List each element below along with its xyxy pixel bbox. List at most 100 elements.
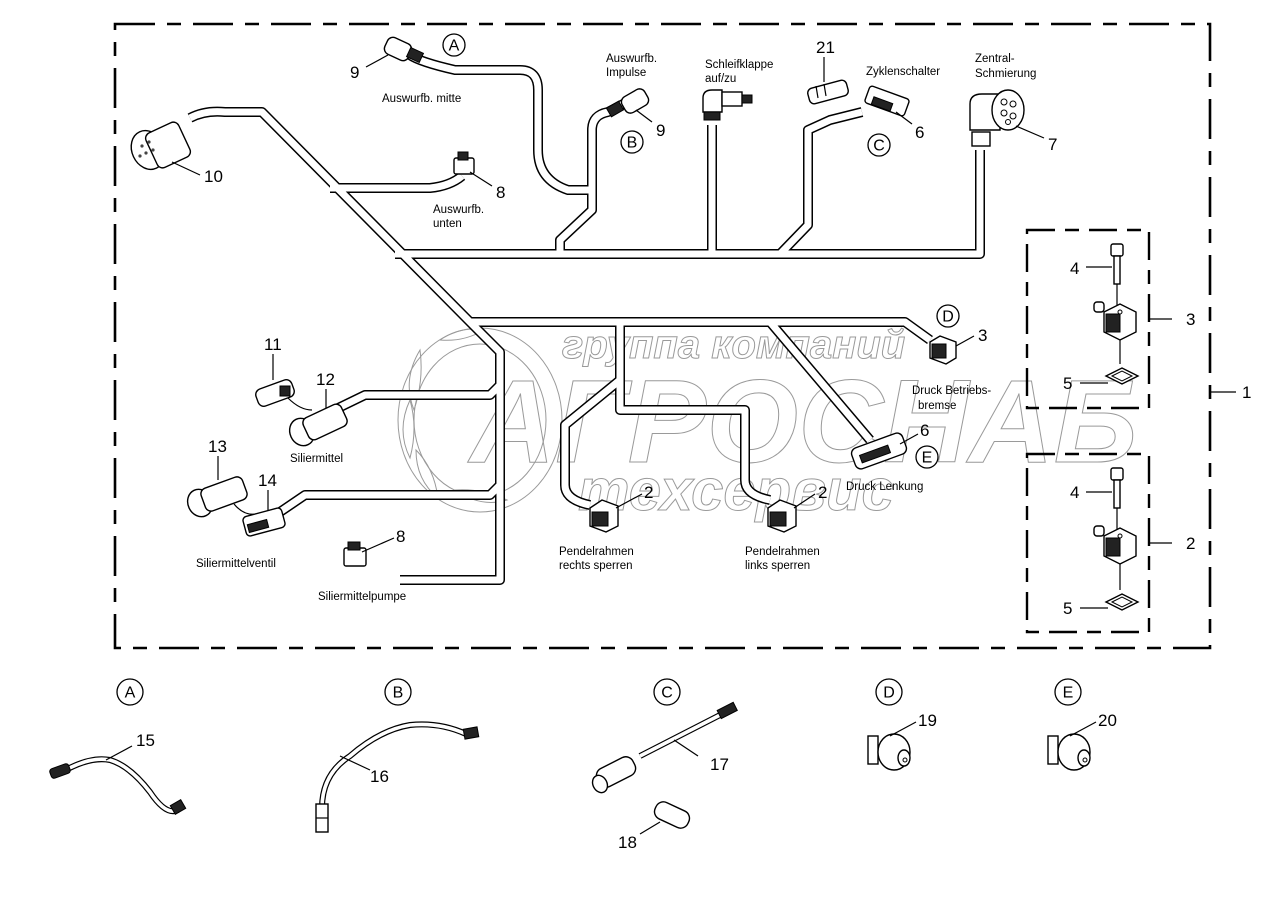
callout-6-a: 6 (915, 123, 924, 142)
gasket-5-icon (1104, 367, 1140, 385)
wire-segment-inner (278, 482, 503, 515)
svg-text:C: C (661, 685, 673, 702)
label-auswurfb-unten-1: Auswurfb. (433, 204, 484, 216)
wire-segment-inner (561, 322, 624, 509)
label-pendel-links-1: Pendelrahmen (745, 546, 820, 558)
detail-ref-d-bottom: D (875, 678, 903, 706)
callout-2-a: 2 (644, 483, 653, 502)
plug-18-icon (639, 801, 691, 835)
callout-3-kit: 3 (1186, 310, 1195, 329)
callout-12: 12 (316, 370, 335, 389)
callout-10: 10 (204, 167, 223, 186)
solenoid-plug-2-left-icon (767, 493, 816, 533)
label-schleifklappe-2: auf/zu (705, 73, 736, 85)
bolt-4-icon (1110, 243, 1124, 306)
svg-text:A: A (449, 38, 460, 55)
solenoid-plug-3-icon (929, 335, 975, 365)
connector-14-icon (242, 507, 286, 537)
connector-schleifklappe-elbow-icon (702, 89, 753, 121)
detail-ref-b-bottom: B (384, 678, 412, 706)
pressure-switch-19-icon (867, 721, 917, 771)
detail-ref-e-bottom: E (1054, 678, 1082, 706)
wire-segment-inner (188, 108, 504, 584)
wire-segment-inner (588, 99, 627, 190)
callout-4-b: 4 (1070, 483, 1079, 502)
label-druck-betriebs-1: Druck Betriebs- (912, 385, 991, 397)
callout-7: 7 (1048, 135, 1057, 154)
cable-16-icon (315, 721, 480, 833)
connector-11-icon (255, 379, 313, 411)
wire-segment-inner (407, 52, 596, 254)
assembly-frame (113, 22, 1212, 650)
detail-ref-d-top: D (936, 304, 960, 328)
wire-segment (395, 150, 985, 259)
label-auswurfb-unten-2: unten (433, 218, 462, 230)
callout-5-b: 5 (1063, 599, 1072, 618)
connector-10-round-plug-icon (130, 121, 201, 176)
solenoid-plug-2-right-icon (589, 493, 643, 533)
label-druck-lenkung: Druck Lenkung (846, 481, 923, 493)
connector-6-zyklenschalter-icon (864, 85, 913, 125)
connector-12-icon (288, 403, 348, 447)
gasket-5-icon (1104, 593, 1140, 611)
connector-8-auswurfb-unten-icon (453, 151, 493, 187)
callout-8-b: 8 (396, 527, 405, 546)
callout-18: 18 (618, 833, 637, 852)
detail-ref-e-top: E (915, 445, 939, 469)
connector-6-druck-lenkung-icon (850, 432, 919, 470)
callout-9-a: 9 (350, 63, 359, 82)
cable-15-icon (49, 745, 187, 816)
svg-text:B: B (393, 685, 404, 702)
svg-text:D: D (942, 309, 954, 326)
callout-4-a: 4 (1070, 259, 1079, 278)
label-siliermittelventil: Siliermittelventil (196, 558, 276, 570)
label-auswurfb-impulse-2: Impulse (606, 67, 646, 79)
label-schleifklappe-1: Schleifklappe (705, 59, 773, 71)
detail-ref-a-top: A (442, 33, 466, 57)
callout-2-b: 2 (818, 483, 827, 502)
callout-5-a: 5 (1063, 374, 1072, 393)
connector-9-auswurfb-mitte-icon (365, 36, 425, 68)
detail-ref-a-bottom: A (116, 678, 144, 706)
wire-segment-inner (328, 382, 503, 416)
callout-15: 15 (136, 731, 155, 750)
label-auswurfb-mitte: Auswurfb. mitte (382, 93, 461, 105)
label-pendel-rechts-2: rechts sperren (559, 560, 633, 572)
wire-segment-inner (470, 318, 933, 343)
callout-8-a: 8 (496, 183, 505, 202)
detail-ref-b-top: B (620, 130, 644, 154)
subassembly-3-solenoid-kit (1080, 243, 1172, 385)
pressure-switch-20-icon (1047, 721, 1097, 771)
callout-20: 20 (1098, 711, 1117, 730)
connector-13-icon (186, 476, 257, 518)
connector-8-siliermittelpumpe-icon (343, 537, 395, 567)
label-pendel-links-2: links sperren (745, 560, 810, 572)
svg-text:C: C (873, 138, 885, 155)
callout-17: 17 (710, 755, 729, 774)
callout-3: 3 (978, 326, 987, 345)
label-siliermittel: Siliermittel (290, 453, 343, 465)
connector-7-round-elbow-icon (969, 89, 1045, 147)
wire-segment-inner (330, 173, 465, 192)
callout-21: 21 (816, 38, 835, 57)
wire-segment-inner (767, 319, 873, 443)
svg-text:E: E (922, 450, 933, 467)
svg-text:B: B (627, 135, 638, 152)
label-zyklenschalter: Zyklenschalter (866, 66, 940, 78)
bolt-4-icon (1110, 467, 1124, 530)
callout-13: 13 (208, 437, 227, 456)
label-zentral-1: Zentral- (975, 53, 1015, 65)
label-zentral-2: Schmierung (975, 68, 1036, 80)
detail-ref-c-bottom: C (653, 678, 681, 706)
wire-segment-inner (616, 380, 771, 504)
solenoid-plug-icon (1093, 525, 1137, 590)
subassembly-2-solenoid-kit (1080, 467, 1172, 611)
label-siliermittelpumpe: Siliermittelpumpe (318, 591, 406, 603)
wire-segment-inner (777, 108, 863, 257)
callout-6-b: 6 (920, 421, 929, 440)
solenoid-plug-icon (1093, 301, 1137, 364)
wire-segment (776, 107, 864, 258)
callout-2-kit: 2 (1186, 534, 1195, 553)
connector-9-auswurfb-impulse-icon (605, 88, 653, 123)
svg-text:A: A (125, 685, 136, 702)
